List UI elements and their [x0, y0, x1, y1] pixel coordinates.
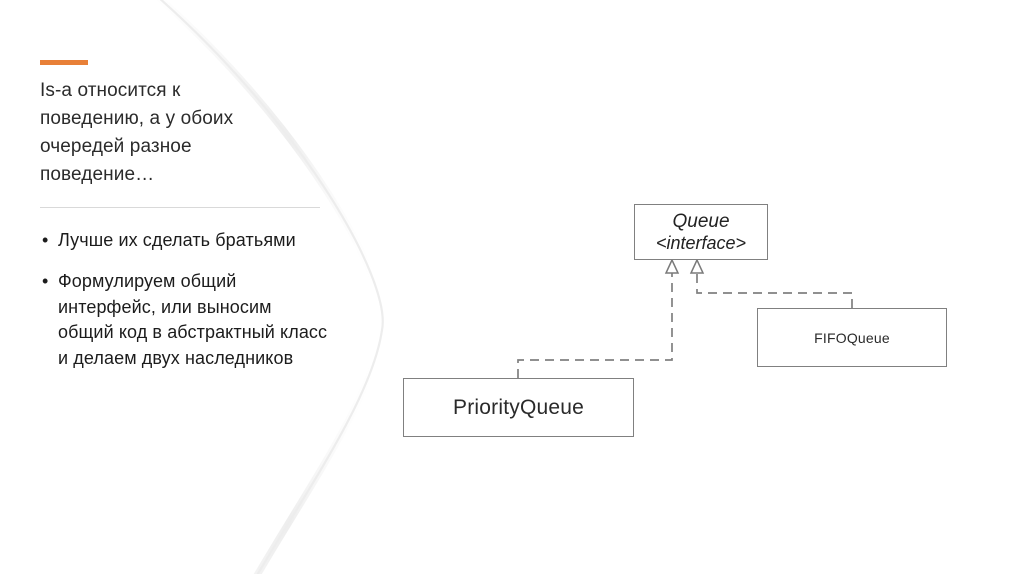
realization-arrowhead-right	[689, 258, 705, 274]
bullet-marker: •	[42, 229, 49, 250]
class-name-label: FIFOQueue	[814, 329, 890, 346]
bullet-list: • Лучше их сделать братьями • Формулируе…	[40, 228, 330, 372]
relation-fifoqueue-to-queue	[696, 273, 853, 308]
bullet-marker: •	[42, 271, 49, 292]
class-name-label: PriorityQueue	[453, 395, 584, 419]
divider	[40, 206, 320, 208]
relation-priorityqueue-to-queue	[517, 273, 673, 378]
list-item: • Формулируем общий интерфейс, или вынос…	[40, 269, 330, 371]
uml-class-queue[interactable]: Queue <interface>	[634, 204, 768, 260]
class-stereotype-label: <interface>	[655, 232, 747, 253]
list-item-label: Формулируем общий интерфейс, или выносим…	[58, 271, 328, 368]
list-item-label: Лучше их сделать братьями	[58, 229, 296, 250]
uml-class-fifoqueue[interactable]: FIFOQueue	[757, 308, 947, 367]
list-item: • Лучше их сделать братьями	[40, 228, 330, 254]
realization-arrowhead-left	[664, 258, 680, 274]
page-title: Is-a относится к поведению, а у обоих оч…	[40, 80, 234, 185]
accent-bar	[40, 60, 88, 65]
class-name-label: Queue	[672, 211, 730, 233]
text-panel: Is-a относится к поведению, а у обоих оч…	[40, 60, 330, 387]
uml-class-priorityqueue[interactable]: PriorityQueue	[403, 378, 634, 437]
